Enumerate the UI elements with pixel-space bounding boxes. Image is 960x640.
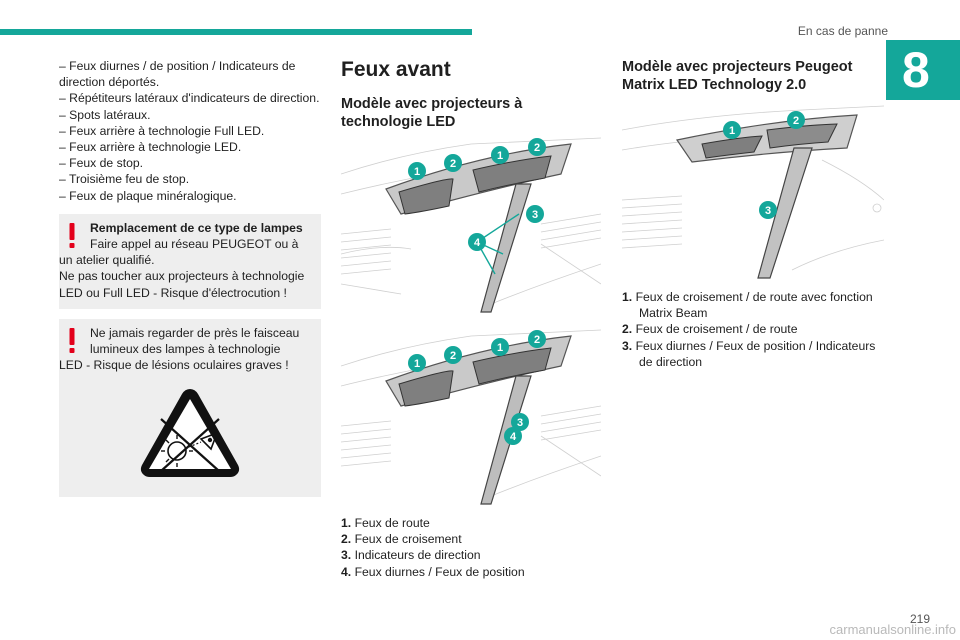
page-heading: Feux avant (341, 58, 451, 81)
list-item: Troisième feu de stop. (59, 171, 321, 187)
headlight-figure-led: 1 2 1 2 3 4 (341, 134, 601, 316)
warning-box-replacement: Remplacement de ce type de lampes Faire … (59, 213, 321, 309)
left-column: Feux diurnes / de position / Indicateurs… (59, 58, 321, 497)
callout-label: 1 (729, 125, 735, 137)
list-item: Feux de plaque minéralogique. (59, 188, 321, 204)
callout-label: 3 (517, 417, 523, 429)
headlight-figure-led-variant: 1 2 1 2 3 4 (341, 326, 601, 510)
callout-label: 1 (414, 358, 420, 370)
right-column: Modèle avec projecteurs Peugeot Matrix L… (622, 58, 884, 94)
headlight-figure-matrix: 1 2 3 (622, 100, 884, 282)
warning-text: Faire appel au réseau PEUGEOT ou à (90, 237, 299, 252)
callout-label: 2 (450, 350, 456, 362)
header-accent-bar (0, 29, 472, 35)
list-item: Feux arrière à technologie LED. (59, 139, 321, 155)
lamp-list: Feux diurnes / de position / Indicateurs… (59, 58, 321, 204)
section-title: En cas de panne (797, 24, 888, 38)
list-item: Feux de stop. (59, 155, 321, 171)
legend-matrix: 1. Feux de croisement / de route avec fo… (622, 289, 884, 370)
warning-text: Ne pas toucher aux projecteurs à technol… (59, 269, 305, 300)
watermark: carmanualsonline.info (829, 622, 956, 637)
warning-text: un atelier qualifié. (59, 253, 155, 268)
headlight-illustration: 1 2 1 2 3 4 (341, 329, 601, 505)
callout-label: 2 (534, 142, 540, 154)
warning-text: LED - Risque de lésions oculaires graves… (59, 358, 289, 373)
warning-text: Ne jamais regarder de près le faisceau l… (90, 325, 300, 357)
callout-label: 4 (474, 237, 481, 249)
subheading-matrix: Modèle avec projecteurs Peugeot Matrix L… (622, 59, 853, 93)
callout-label: 3 (532, 209, 538, 221)
callout-label: 1 (497, 342, 503, 354)
legend-item: 2. Feux de croisement (341, 532, 462, 547)
headlight-illustration: 1 2 3 (622, 105, 884, 279)
legend-led: 1. Feux de route 2. Feux de croisement 3… (341, 515, 601, 580)
exclamation-icon (69, 327, 75, 353)
callout-label: 2 (793, 115, 799, 127)
legend-item: 1. Feux de croisement / de route avec fo… (622, 290, 873, 321)
list-item: Répétiteurs latéraux d'indicateurs de di… (59, 90, 321, 106)
subheading-led: Modèle avec projecteurs à technologie LE… (341, 96, 523, 130)
exclamation-icon (69, 222, 75, 248)
legend-item: 1. Feux de route (341, 516, 430, 530)
callout-label: 4 (510, 431, 517, 443)
list-item: Feux arrière à technologie Full LED. (59, 123, 321, 139)
eye-hazard-warning-icon (140, 388, 240, 477)
legend-item: 2. Feux de croisement / de route (622, 322, 798, 337)
chapter-tab: 8 (886, 40, 960, 100)
callout-label: 2 (450, 158, 456, 170)
page-number: 219 (909, 612, 930, 626)
middle-column: Feux avant Modèle avec projecteurs à tec… (341, 58, 601, 131)
callout-label: 1 (414, 166, 420, 178)
legend-item: 3. Feux diurnes / Feux de position / Ind… (622, 338, 876, 369)
list-item: Spots latéraux. (59, 107, 321, 123)
callout-label: 1 (497, 150, 503, 162)
callout-label: 3 (765, 205, 771, 217)
warning-box-eyes: Ne jamais regarder de près le faisceau l… (59, 318, 321, 497)
callout-label: 2 (534, 334, 540, 346)
legend-item: 4. Feux diurnes / Feux de position (341, 564, 525, 579)
legend-item: 3. Indicateurs de direction (341, 548, 481, 563)
list-item: Feux diurnes / de position / Indicateurs… (59, 58, 321, 90)
headlight-illustration: 1 2 1 2 3 4 (341, 137, 601, 313)
warning-title: Remplacement de ce type de lampes (90, 220, 303, 235)
